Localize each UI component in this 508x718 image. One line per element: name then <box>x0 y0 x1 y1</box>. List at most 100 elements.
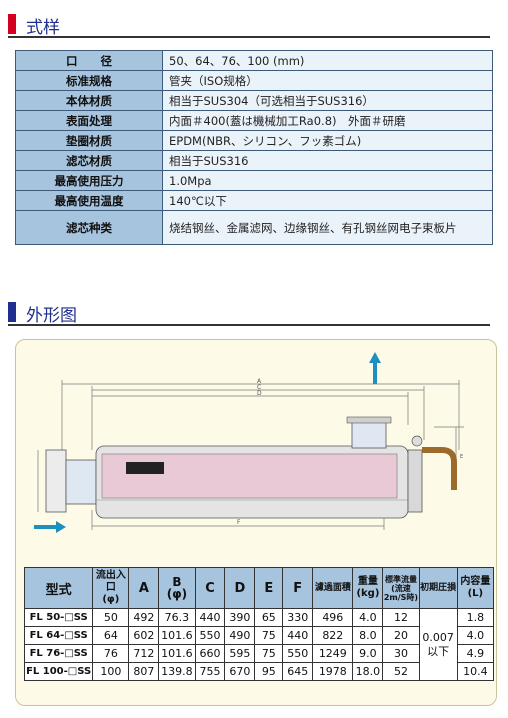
col-f-label: F <box>293 580 303 596</box>
spec-key: 最高使用温度 <box>15 190 163 211</box>
dim-label-d: D <box>257 390 262 397</box>
cell-inlet: 76 <box>92 644 130 663</box>
spec-key: 滤芯材质 <box>15 150 163 171</box>
spec-key: 垫圈材质 <box>15 130 163 151</box>
gauge-port <box>411 435 423 447</box>
drawing-section-header: 外形图 <box>8 300 490 326</box>
col-d-label: D <box>234 580 246 596</box>
col-volume-label: 内容量 <box>460 576 491 587</box>
outlet-flow-arrow-icon <box>369 352 381 384</box>
drawing-section-title: 外形图 <box>26 306 77 326</box>
cell-flow: 12 <box>382 608 420 627</box>
cell-b: 101.6 <box>158 626 196 645</box>
cell-pressure-loss: 0.007 以下 <box>418 608 458 681</box>
dim-label-f: F <box>237 519 241 526</box>
col-weight-unit: (kg) <box>356 588 380 599</box>
dim-label-e: E <box>460 454 463 460</box>
col-b: B(φ) <box>158 567 196 609</box>
cell-weight: 9.0 <box>352 644 384 663</box>
cell-volume: 4.0 <box>456 626 495 645</box>
cell-area: 822 <box>312 626 354 645</box>
cell-weight: 8.0 <box>352 626 384 645</box>
col-b-unit: (φ) <box>166 587 188 601</box>
cell-model: FL 76-□SS <box>23 644 94 663</box>
col-e: E <box>254 567 284 609</box>
cell-c: 440 <box>194 608 226 627</box>
filter-housing-drawing: A C D F E <box>34 352 464 533</box>
spec-key: 表面处理 <box>15 110 163 131</box>
col-pressure-label: 初期圧損 <box>420 583 457 593</box>
cell-volume: 10.4 <box>456 662 495 681</box>
cell-area: 1249 <box>312 644 354 663</box>
cell-f: 550 <box>282 644 314 663</box>
col-c-label: C <box>205 580 215 596</box>
pressure-loss-suffix: 以下 <box>427 644 450 658</box>
cell-e: 75 <box>254 644 284 663</box>
table-row: FL 50-□SS 50 492 76.3 440 390 65 330 496… <box>23 608 495 681</box>
header-divider <box>8 324 490 326</box>
spec-value: 内面＃400(蓋は機械加工Ra0.8) 外面＃研磨 <box>162 110 493 131</box>
cell-d: 490 <box>224 626 256 645</box>
col-a: A <box>128 567 160 609</box>
col-inlet-unit: (φ) <box>102 594 120 605</box>
cell-d: 390 <box>224 608 256 627</box>
spec-value: 50、64、76、100 (mm) <box>162 50 493 71</box>
cell-a: 602 <box>128 626 160 645</box>
col-area-label: 濾過面積 <box>314 583 351 593</box>
col-pressure: 初期圧損 <box>418 567 458 609</box>
col-volume: 内容量(L) <box>456 567 495 609</box>
spec-row: 本体材质 相当于SUS304（可选相当于SUS316） <box>15 90 493 111</box>
drain-pipe <box>422 447 457 490</box>
spec-section-header: 式样 <box>8 12 490 38</box>
cell-f: 645 <box>282 662 314 681</box>
nameplate <box>126 462 164 474</box>
spec-row: 标准规格 管夹（ISO规格） <box>15 70 493 91</box>
cell-f: 330 <box>282 608 314 627</box>
col-flow: 標準流量(流速2m/S時) <box>382 567 420 609</box>
spec-key: 最高使用压力 <box>15 170 163 191</box>
col-a-label: A <box>138 580 149 596</box>
cell-a: 492 <box>128 608 160 627</box>
cell-a: 712 <box>128 644 160 663</box>
blue-marker-bar <box>8 302 16 322</box>
cell-flow: 52 <box>382 662 420 681</box>
spec-row: 滤芯材质 相当于SUS316 <box>15 150 493 171</box>
col-inlet: 流出入口(φ) <box>92 567 130 609</box>
cell-inlet: 50 <box>92 608 130 627</box>
col-d: D <box>224 567 256 609</box>
cell-model: FL 100-□SS <box>23 662 94 681</box>
spec-table: 口 径 50、64、76、100 (mm) 标准规格 管夹（ISO规格） 本体材… <box>15 50 493 245</box>
spec-value: 1.0Mpa <box>162 170 493 191</box>
spec-value: 相当于SUS316 <box>162 150 493 171</box>
cell-model: FL 64-□SS <box>23 626 94 645</box>
outlet-port <box>351 421 387 449</box>
spec-value: 烧结钢丝、金属滤网、边缘钢丝、有孔钢丝网电子束板片 <box>162 210 493 245</box>
cell-model: FL 50-□SS <box>23 608 94 627</box>
cell-d: 670 <box>224 662 256 681</box>
col-area: 濾過面積 <box>312 567 354 609</box>
spec-row: 最高使用温度 140℃以下 <box>15 190 493 211</box>
spec-value: EPDM(NBR、シリコン、フッ素ゴム) <box>162 130 493 151</box>
col-e-label: E <box>264 580 274 596</box>
spec-section-title: 式样 <box>26 18 60 38</box>
col-flow-label: 標準流量(流速2m/S時) <box>383 574 419 602</box>
spec-row: 滤芯种类 烧结钢丝、金属滤网、边缘钢丝、有孔钢丝网电子束板片 <box>15 210 493 245</box>
spec-value: 140℃以下 <box>162 190 493 211</box>
spec-row: 最高使用压力 1.0Mpa <box>15 170 493 191</box>
cell-area: 1978 <box>312 662 354 681</box>
col-weight: 重量(kg) <box>352 567 384 609</box>
col-volume-unit: (L) <box>467 588 484 599</box>
cell-inlet: 100 <box>92 662 130 681</box>
inlet-flow-arrow-icon <box>34 521 66 533</box>
spec-row: 垫圈材质 EPDM(NBR、シリコン、フッ素ゴム) <box>15 130 493 151</box>
cell-f: 440 <box>282 626 314 645</box>
spec-row: 口 径 50、64、76、100 (mm) <box>15 50 493 71</box>
table-row: FL 76-□SS 76 712 101.6 660 595 75 550 12… <box>23 644 495 663</box>
pressure-loss-value: 0.007 <box>422 630 454 644</box>
col-inlet-label: 流出入口 <box>95 570 126 593</box>
cell-b: 76.3 <box>158 608 196 627</box>
col-weight-label: 重量 <box>357 576 378 587</box>
spec-key: 滤芯种类 <box>15 210 163 245</box>
spec-key: 标准规格 <box>15 70 163 91</box>
cell-a: 807 <box>128 662 160 681</box>
